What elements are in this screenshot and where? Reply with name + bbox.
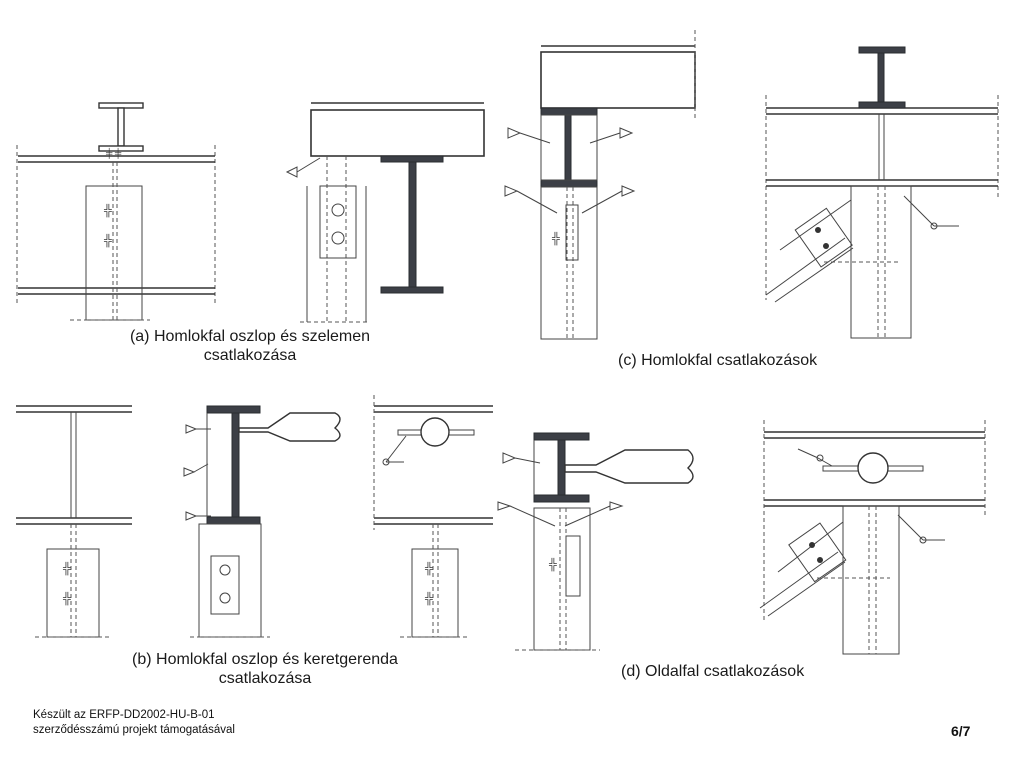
footer-line2: szerződésszámú projekt támogatásával	[33, 724, 235, 736]
caption-a: (a) Homlokfal oszlop és szelemen csatlak…	[120, 327, 380, 365]
drawing-a-purlin-column-front: ╪ ╪ ╬ ╬	[16, 102, 216, 321]
svg-text:╬: ╬	[103, 233, 112, 248]
drawing-b-frame-beam-tube: ╬ ╬	[373, 395, 493, 638]
drawing-b-frame-beam-column-front: ╬ ╬	[16, 405, 132, 638]
drawing-d-side-wall-connection-1: ╬	[497, 432, 694, 651]
drawing-a-purlin-column-side	[285, 102, 485, 323]
caption-d: (d) Oldalfal csatlakozások	[621, 663, 805, 680]
drawing-d-side-wall-connection-2	[759, 420, 986, 655]
caption-b: (b) Homlokfal oszlop és keretgerenda csa…	[115, 650, 415, 688]
drawing-b-frame-beam-column-side	[183, 405, 341, 638]
svg-text:╬: ╬	[62, 591, 71, 606]
svg-text:╬: ╬	[551, 231, 560, 246]
caption-b-line1: (b) Homlokfal oszlop és keretgerenda	[132, 651, 398, 668]
caption-a-line1: (a) Homlokfal oszlop és szelemen	[129, 328, 371, 345]
svg-text:╬: ╬	[424, 591, 433, 606]
caption-b-line2: csatlakozása	[218, 670, 312, 687]
svg-text:╪ ╪: ╪ ╪	[105, 147, 122, 159]
caption-a-line2: csatlakozása	[203, 347, 297, 364]
drawing-c-gable-connection-1: ╬	[504, 30, 696, 340]
svg-text:╬: ╬	[62, 561, 71, 576]
footer-note: Készült az ERFP-DD2002-HU-B-01 szerződés…	[33, 708, 235, 738]
drawing-c-gable-connection-2	[765, 46, 999, 339]
caption-c: (c) Homlokfal csatlakozások	[618, 352, 818, 369]
footer-line1: Készült az ERFP-DD2002-HU-B-01	[33, 709, 215, 721]
svg-text:╬: ╬	[103, 203, 112, 218]
svg-text:╬: ╬	[548, 557, 557, 572]
svg-text:╬: ╬	[424, 561, 433, 576]
connection-drawings: ╪ ╪ ╬ ╬ ╬	[16, 30, 999, 655]
page-number: 6/7	[951, 723, 971, 739]
